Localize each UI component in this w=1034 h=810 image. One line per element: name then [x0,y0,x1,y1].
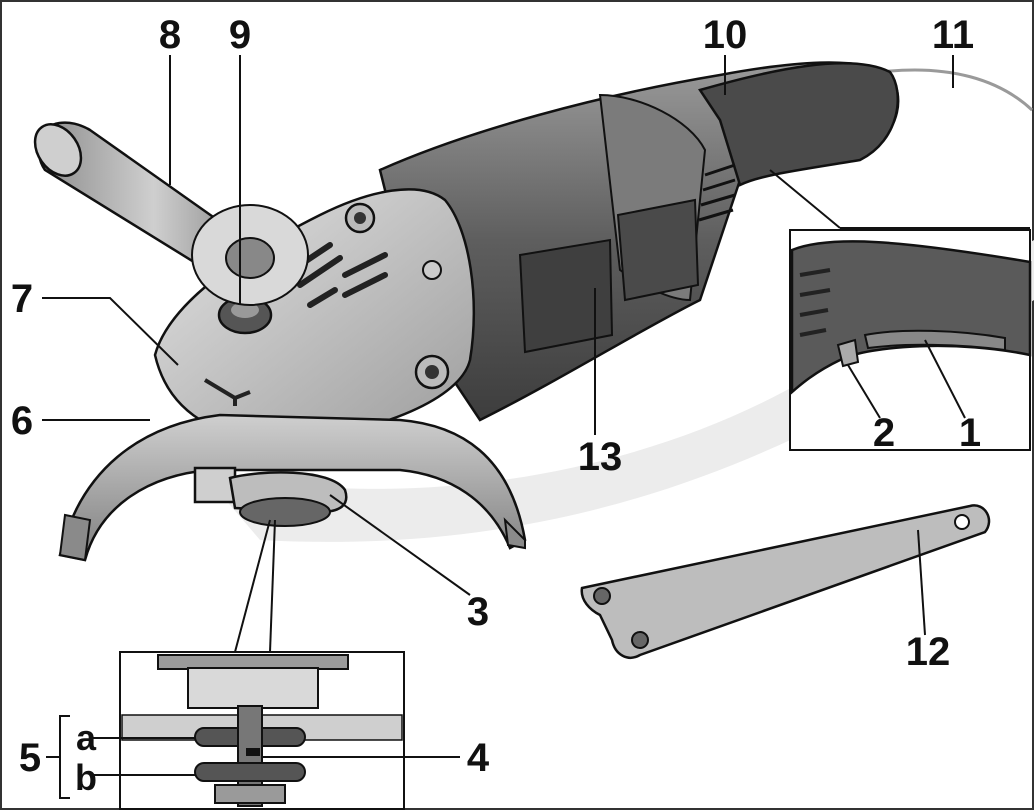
leader-12 [917,529,926,636]
power-cable-highlight [879,68,1034,112]
leader-2 [847,364,881,419]
spanner-pin-a [593,587,611,605]
label-6: 6 [11,399,33,443]
leader-3 [329,494,471,596]
inset-gear-head-base [157,654,349,670]
label-5a: a [76,717,97,758]
inset-flange-connector-a [234,519,271,653]
inset-clamping-nut [194,762,306,782]
label-2: 2 [873,411,895,455]
label-9: 9 [229,13,251,57]
side-handle-mount-hole [425,365,439,379]
inset-trigger-connector-a [769,169,841,229]
label-13: 13 [578,435,623,479]
rotation-arrow [203,378,251,406]
guard-clamp [193,466,237,504]
leader-1 [924,339,966,419]
label-5: 5 [19,736,41,780]
side-panel [616,198,700,302]
label-5b: b [75,757,97,798]
top-handle-mount-hole [354,212,366,224]
guard-left-lip [58,513,92,562]
disc-hub [225,237,275,279]
label-11: 11 [932,13,974,57]
label-12: 12 [906,630,951,674]
guard-right-lip [503,517,526,550]
two-pin-spanner [580,504,991,659]
spindle-lock-button-top [231,302,259,318]
rear-vents [698,163,736,222]
label-1: 1 [959,411,981,455]
auxiliary-handle-end-cap [33,123,83,177]
inset-lock-off-button [836,338,860,368]
rear-handle [698,62,899,187]
label-10: 10 [703,13,748,57]
label-4: 4 [467,736,490,780]
label-8: 8 [159,13,181,57]
label-3: 3 [467,590,489,634]
inset-spindle-collar [187,667,319,709]
leader-7 [42,297,179,366]
inset-spindle-tip [214,784,286,804]
spanner-pin-b [631,631,649,649]
inset-vents [799,268,831,337]
label-7: 7 [11,277,33,321]
inset-flange-connector-b [269,519,276,653]
rating-plate [518,238,614,354]
inset-on-off-switch [863,329,1006,352]
spanner-hole [954,514,970,530]
head-screw [422,260,442,280]
inset-o-ring [246,748,260,756]
spindle-underside [239,497,331,527]
